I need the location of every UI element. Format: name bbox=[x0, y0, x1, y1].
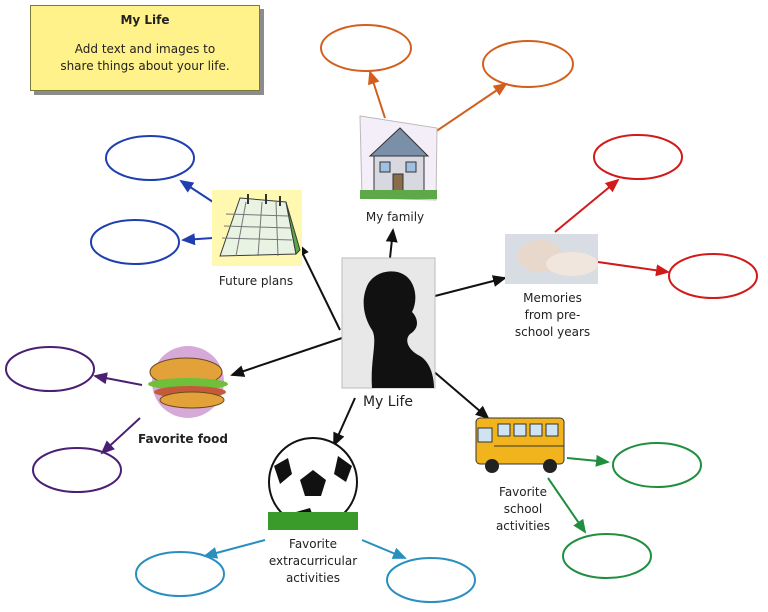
memories-arrow-2 bbox=[597, 261, 670, 277]
sandwich-image[interactable] bbox=[148, 346, 228, 418]
memories-bubble-1[interactable] bbox=[593, 134, 683, 180]
family-arrow-2 bbox=[434, 82, 508, 133]
food-label: Favorite food bbox=[137, 432, 229, 446]
food-bubble-1[interactable] bbox=[5, 346, 95, 392]
note-title: My Life bbox=[120, 13, 170, 27]
school-label-line-1: Favorite bbox=[499, 485, 547, 499]
memories-label-line-1: Memories bbox=[523, 291, 582, 305]
food-arrow-2 bbox=[100, 417, 141, 455]
family-bubble-1[interactable] bbox=[320, 24, 412, 72]
link-to-memories bbox=[434, 275, 507, 297]
school-arrow-1 bbox=[566, 454, 610, 467]
extracurricular-arrow-1 bbox=[203, 539, 266, 559]
school-label-line-2: school bbox=[503, 502, 543, 516]
calendar-image[interactable] bbox=[212, 190, 302, 266]
link-to-extracurricular bbox=[333, 397, 356, 447]
school-bubble-1[interactable] bbox=[612, 442, 702, 488]
note-body-line-1: Add text and images to bbox=[74, 42, 216, 56]
center-silhouette-image[interactable] bbox=[341, 257, 436, 389]
family-branch bbox=[320, 24, 574, 133]
extracurricular-label: Favorite extracurricular activities bbox=[258, 536, 368, 587]
memories-branch bbox=[554, 134, 758, 299]
link-to-school bbox=[431, 369, 490, 420]
school-label: Favorite school activities bbox=[478, 484, 568, 535]
future-bubble-1[interactable] bbox=[105, 135, 195, 181]
future-bubble-2[interactable] bbox=[90, 219, 180, 265]
extracurricular-arrow-2 bbox=[361, 539, 407, 559]
memories-arrow-1 bbox=[554, 178, 620, 233]
food-arrow-1 bbox=[93, 372, 143, 386]
extracurricular-label-line-1: Favorite bbox=[289, 537, 337, 551]
link-to-family bbox=[385, 228, 398, 259]
future-arrow-1 bbox=[179, 179, 214, 203]
memories-label-line-3: school years bbox=[514, 325, 591, 339]
school-branch bbox=[547, 442, 702, 579]
extracurricular-bubble-2[interactable] bbox=[386, 557, 476, 603]
link-to-food bbox=[230, 337, 343, 377]
instruction-note[interactable]: My Life Add text and images to share thi… bbox=[30, 5, 260, 91]
center-label: My Life bbox=[362, 394, 414, 410]
extracurricular-label-line-3: activities bbox=[285, 571, 341, 585]
house-image[interactable] bbox=[359, 115, 438, 201]
future-branch bbox=[90, 135, 214, 265]
soccer-ball-image[interactable] bbox=[268, 437, 358, 530]
school-bubble-2[interactable] bbox=[562, 533, 652, 579]
food-bubble-2[interactable] bbox=[32, 447, 122, 493]
memories-label-line-2: from pre- bbox=[524, 308, 581, 322]
memories-bubble-2[interactable] bbox=[668, 253, 758, 299]
school-label-line-3: activities bbox=[495, 519, 551, 533]
extracurricular-label-line-2: extracurricular bbox=[268, 554, 358, 568]
family-arrow-1 bbox=[368, 70, 386, 119]
link-to-future bbox=[297, 242, 341, 331]
extracurricular-branch bbox=[135, 539, 476, 603]
note-body-line-2: share things about your life. bbox=[60, 59, 230, 73]
future-arrow-2 bbox=[181, 233, 214, 246]
future-label: Future plans bbox=[218, 274, 294, 288]
school-arrow-2 bbox=[547, 477, 587, 534]
baby-photo[interactable] bbox=[505, 234, 598, 284]
family-label: My family bbox=[365, 210, 425, 224]
memories-label: Memories from pre- school years bbox=[505, 290, 600, 341]
school-bus-image[interactable] bbox=[475, 417, 565, 473]
center-connectors bbox=[230, 228, 507, 447]
extracurricular-bubble-1[interactable] bbox=[135, 551, 225, 597]
family-bubble-2[interactable] bbox=[482, 40, 574, 88]
food-branch bbox=[5, 346, 143, 493]
